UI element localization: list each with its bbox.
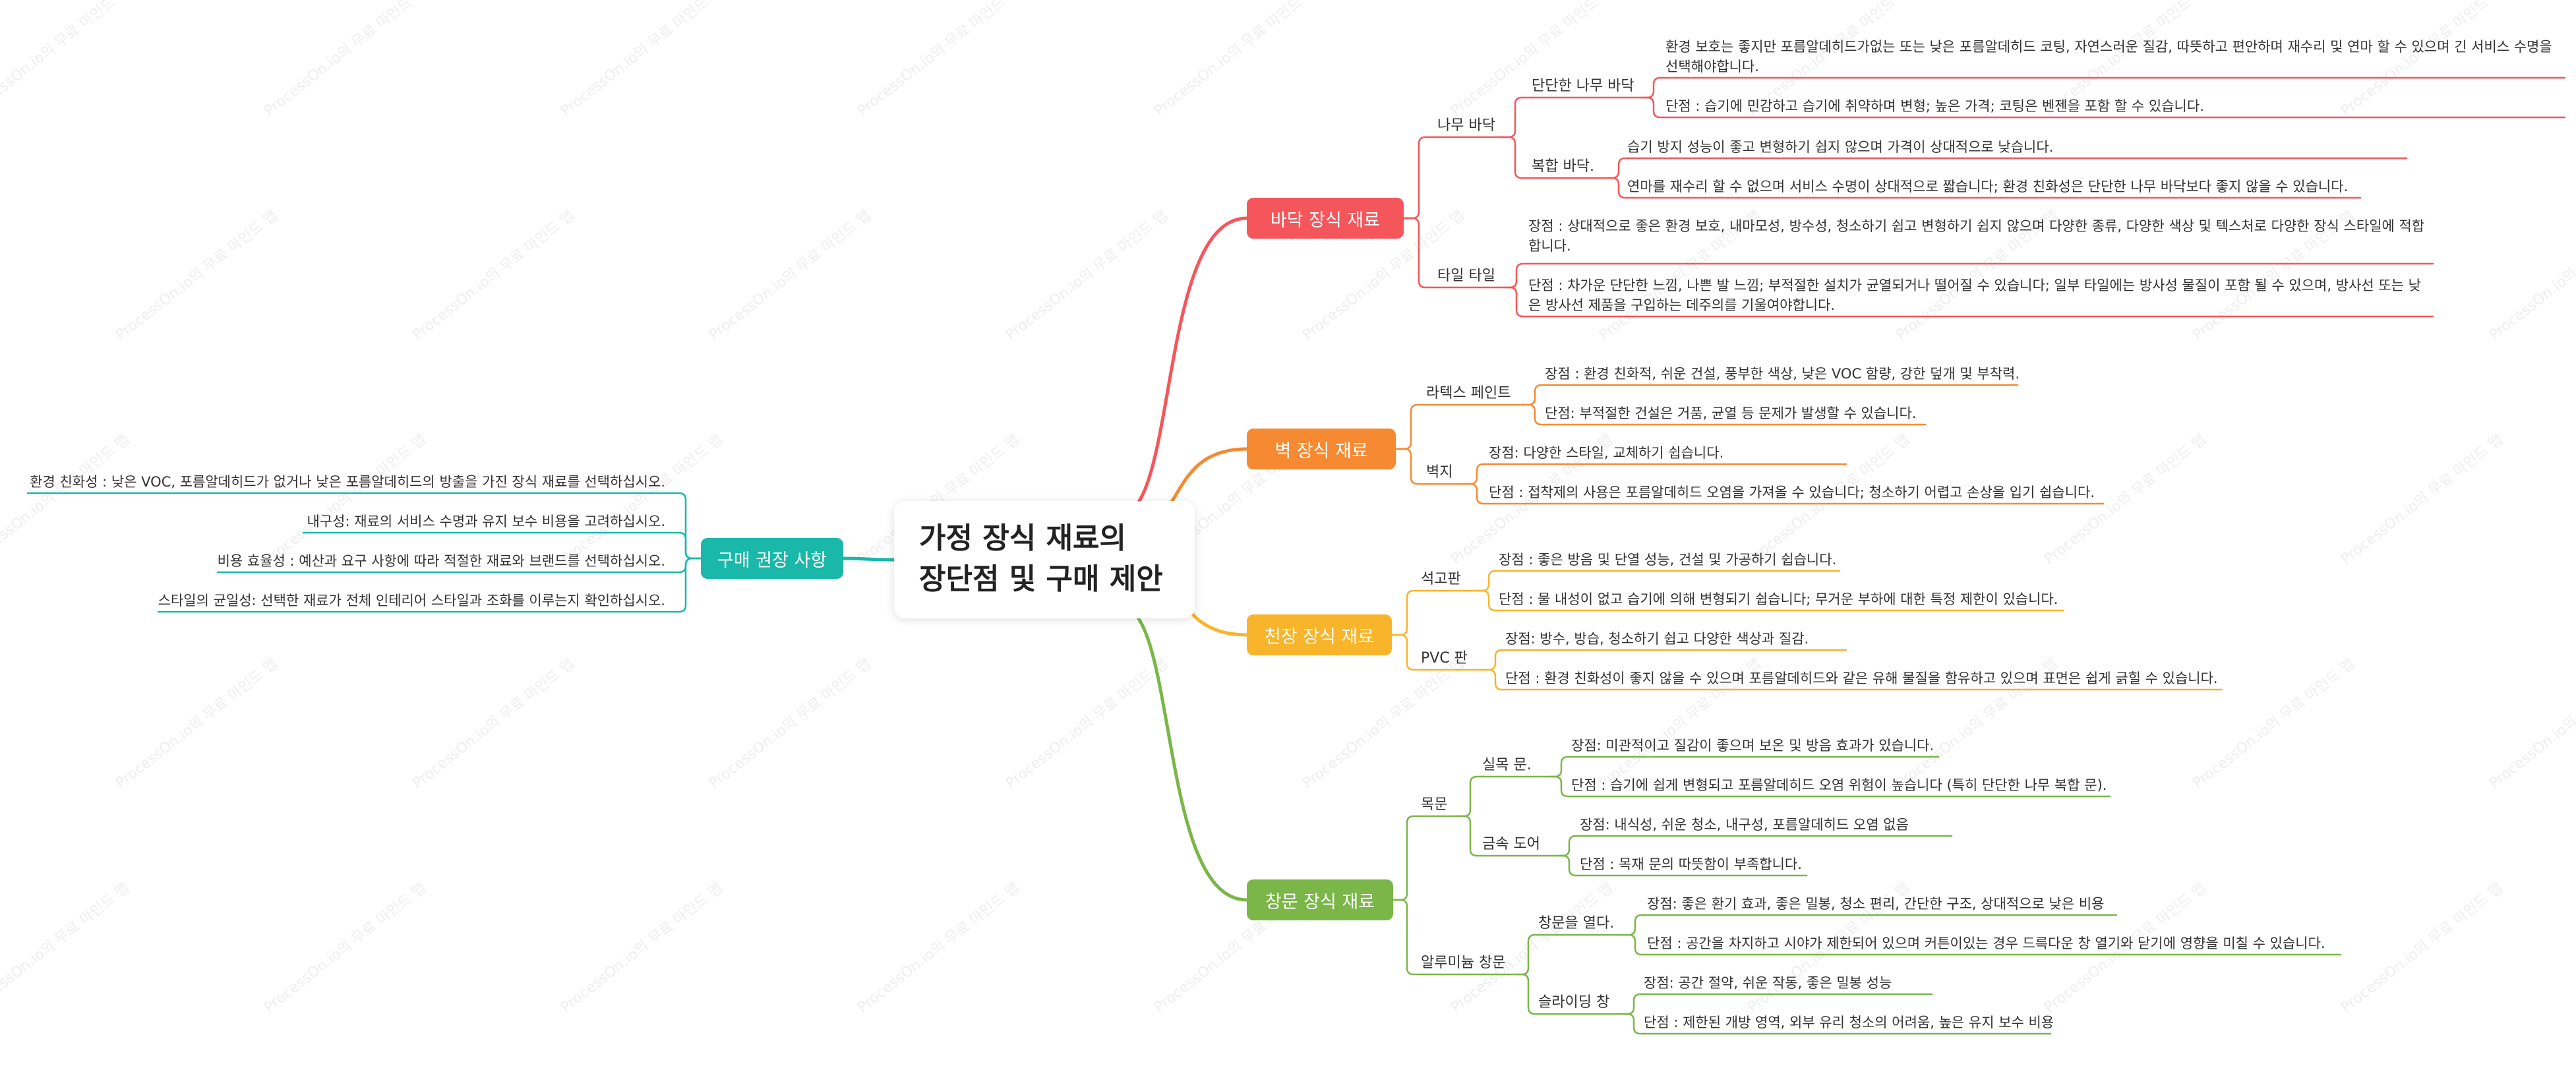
leaf-advice-eco: 환경 친화성 : 낮은 VOC, 포름알데히드가 없거나 낮은 포름알데히드의 … <box>30 474 665 490</box>
connector <box>1556 854 1581 877</box>
leaf-advice-style: 스타일의 균일성: 선택한 재료가 전체 인테리어 스타일과 조화를 이루는지 … <box>158 593 665 609</box>
connector-buy <box>841 556 896 562</box>
connector <box>1499 136 1533 179</box>
topic-wood-floor[interactable]: 나무 바닥 <box>1437 117 1495 134</box>
connector <box>1456 775 1483 817</box>
topic-metal-door[interactable]: 금속 도어 <box>1482 836 1540 852</box>
topic-latex-paint[interactable]: 라텍스 페인트 <box>1426 385 1511 401</box>
connector <box>1499 96 1533 138</box>
connector <box>1522 403 1546 426</box>
connector <box>1394 403 1427 450</box>
connector <box>1621 993 1645 1015</box>
branch-window[interactable]: 창문 장식 재료 <box>1247 879 1393 920</box>
leaf-tile-pro: 장점 : 상대적으로 좋은 환경 보호, 내마모성, 방수성, 청소하기 쉽고 … <box>1528 218 2425 254</box>
connector <box>1607 157 1629 179</box>
topic-pvc-board[interactable]: PVC 판 <box>1421 650 1468 667</box>
connector <box>1394 448 1427 485</box>
branch-floor[interactable]: 바닥 장식 재료 <box>1247 198 1404 239</box>
connector <box>1456 815 1483 857</box>
connector <box>157 557 702 613</box>
connector-floor <box>1119 216 1249 516</box>
connector <box>1402 136 1439 220</box>
connector <box>1556 835 1581 857</box>
central-topic-line2: 장단점 및 구매 제안 <box>919 562 1163 596</box>
central-topic-line1: 가정 장식 재료의 <box>919 521 1126 555</box>
connector <box>1402 217 1439 289</box>
leaf-casement-pro: 장점: 좋은 환기 효과, 좋은 밀봉, 청소 편리, 간단한 구조, 상대적으… <box>1647 896 2105 912</box>
leaf-advice-cost: 비용 효율성 : 예산과 요구 사항에 따라 적절한 재료와 브랜드를 선택하십… <box>217 553 665 569</box>
leaf-gypsum-pro: 장점 : 좋은 방음 및 단열 성능, 건설 및 가공하기 쉽습니다. <box>1499 552 1837 568</box>
leaf-metal-door-pro: 장점: 내식성, 쉬운 청소, 내구성, 포름알데히드 오염 없음 <box>1580 817 1909 833</box>
connector <box>1607 177 1629 199</box>
connector <box>1515 934 1540 976</box>
leaf-advice-durability: 내구성: 재료의 서비스 수명과 유지 보수 비용을 고려하십시오. <box>307 514 665 529</box>
leaf-metal-door-con: 단점 : 목재 문의 따뜻함이 부족합니다. <box>1580 856 1802 872</box>
connector <box>1515 973 1540 1015</box>
leaf-pvc-pro: 장점: 방수, 방습, 청소하기 쉽고 다양한 색상과 질감. <box>1505 631 1809 647</box>
topic-aluminum-window[interactable]: 알루미늄 창문 <box>1421 955 1506 971</box>
topic-solid-wood-door[interactable]: 실목 문. <box>1482 757 1532 773</box>
topic-sliding-window[interactable]: 슬라이딩 창 <box>1538 994 1610 1011</box>
connector <box>1640 76 1667 99</box>
connector <box>1522 384 1546 406</box>
leaf-solid-door-pro: 장점: 미관적이고 질감이 좋으며 보온 및 방음 효과가 있습니다. <box>1571 738 1934 754</box>
leaf-latex-pro: 장점 : 환경 친화적, 쉬운 건설, 풍부한 색상, 낮은 VOC 함량, 강… <box>1545 366 2020 382</box>
topic-wallpaper[interactable]: 벽지 <box>1426 464 1453 481</box>
leaf-composite-con: 연마를 재수리 할 수 없으며 서비스 수명이 상대적으로 짧습니다; 환경 친… <box>1627 179 2349 194</box>
topic-solid-wood-floor[interactable]: 단단한 나무 바닥 <box>1532 78 1634 94</box>
connector <box>1392 899 1422 976</box>
leaf-pvc-con: 단점 : 환경 친화성이 좋지 않을 수 있으며 포름알데히드와 같은 유해 물… <box>1505 670 2218 686</box>
leaf-solid-wood-pro: 환경 보호는 좋지만 포름알데히드가없는 또는 낮은 포름알데히드 코팅, 자연… <box>1665 39 2552 74</box>
leaf-sliding-con: 단점 : 제한된 개방 영역, 외부 유리 청소의 어려움, 높은 유지 보수 … <box>1644 1015 2054 1030</box>
connector <box>1476 570 1500 592</box>
connector <box>1621 914 1648 936</box>
topic-wooden-door[interactable]: 목문 <box>1421 796 1448 813</box>
leaf-wallpaper-pro: 장점: 다양한 스타일, 교체하기 쉽습니다. <box>1489 445 1724 461</box>
leaf-tile-con: 단점 : 차가운 단단한 느낌, 나쁜 발 느낌; 부적절한 설치가 균열되거나… <box>1528 278 2421 313</box>
connector <box>1391 589 1422 636</box>
connector <box>1476 589 1500 612</box>
leaf-gypsum-con: 단점 : 물 내성이 없고 습기에 의해 변형되기 쉽습니다; 무거운 부하에 … <box>1499 591 2058 607</box>
connector <box>1621 934 1648 956</box>
branch-ceiling[interactable]: 천장 장식 재료 <box>1247 614 1392 655</box>
connector <box>1548 775 1573 798</box>
connector <box>1392 815 1422 901</box>
leaf-casement-con: 단점 : 공간을 차지하고 시야가 제한되어 있으며 커튼이있는 경우 드륵다운… <box>1647 936 2325 951</box>
connector <box>1482 669 1507 691</box>
connector <box>1548 756 1573 778</box>
connector <box>1502 262 1530 289</box>
topic-composite-floor[interactable]: 복합 바닥. <box>1532 158 1594 175</box>
leaf-composite-pro: 습기 방지 성능이 좋고 변형하기 쉽지 않으며 가격이 상대적으로 낮습니다. <box>1627 139 2054 155</box>
connector <box>1462 463 1490 485</box>
connector <box>1502 286 1530 318</box>
leaf-latex-con: 단점: 부적절한 건설은 거품, 균열 등 문제가 발생할 수 있습니다. <box>1545 405 1917 421</box>
connector <box>1621 1013 1645 1035</box>
leaf-wallpaper-con: 단점 : 접착제의 사용은 포름알데히드 오염을 가져올 수 있습니다; 청소하… <box>1489 485 2095 500</box>
branch-wall[interactable]: 벽 장식 재료 <box>1247 429 1396 469</box>
topic-gypsum-board[interactable]: 석고판 <box>1421 571 1461 587</box>
connector <box>1640 96 1667 119</box>
branch-buying-advice[interactable]: 구매 권장 사항 <box>701 538 843 579</box>
topic-casement-window[interactable]: 창문을 열다. <box>1538 915 1615 932</box>
leaf-sliding-pro: 장점: 공간 절약, 쉬운 작동, 좋은 밀봉 성능 <box>1644 975 1892 991</box>
connector <box>1391 634 1422 671</box>
leaf-solid-door-con: 단점 : 습기에 쉽게 변형되고 포름알데히드 오염 위험이 높습니다 (특히 … <box>1571 777 2107 793</box>
connector <box>1462 483 1490 505</box>
connector <box>1482 649 1507 671</box>
central-topic[interactable]: 가정 장식 재료의 장단점 및 구매 제안 <box>894 501 1195 618</box>
connector-window <box>1119 605 1249 902</box>
leaf-solid-wood-con: 단점 : 습기에 민감하고 습기에 취약하며 변형; 높은 가격; 코팅은 벤젠… <box>1665 98 2204 114</box>
topic-tile[interactable]: 타일 타일 <box>1437 268 1495 284</box>
